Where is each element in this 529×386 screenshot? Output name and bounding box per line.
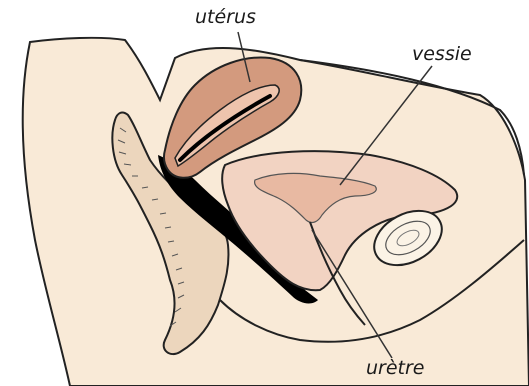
label-vessie: vessie [412, 45, 472, 64]
label-uretre: urètre [366, 359, 425, 378]
label-uterus: utérus [195, 8, 256, 27]
